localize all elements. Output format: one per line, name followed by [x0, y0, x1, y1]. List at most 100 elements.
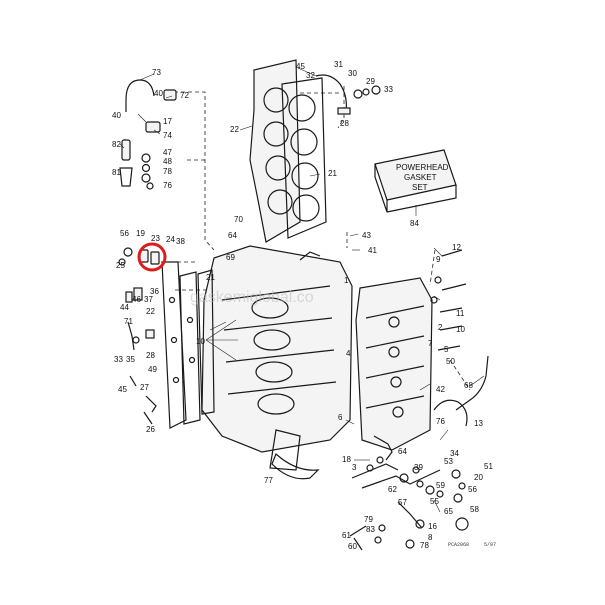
- part-number-label: 45: [118, 385, 127, 394]
- part-number-label: 10: [196, 337, 205, 346]
- part-number-label: 29: [366, 77, 375, 86]
- part-number-label: 13: [474, 419, 483, 428]
- part-number-label: 74: [163, 131, 172, 140]
- part-number-label: 26: [146, 425, 155, 434]
- part-number-label: 22: [230, 125, 239, 134]
- part-number-label: 42: [436, 385, 445, 394]
- part-number-label: 70: [234, 215, 243, 224]
- part-number-label: 2: [438, 323, 443, 332]
- deflector-bracket: [271, 452, 320, 480]
- part-number-label: 53: [444, 457, 453, 466]
- part-number-label: 37: [144, 295, 153, 304]
- part-number-labels: 73 40 72 40 17 74 82 47 48 78 81 76 45 3…: [112, 60, 493, 551]
- cylinder-block: [201, 245, 353, 471]
- part-number-label: 39: [414, 463, 423, 472]
- part-number-label: 62: [388, 485, 397, 494]
- drain-hose: [433, 355, 489, 427]
- part-number-label: 8: [428, 533, 433, 542]
- highlighted-part-group: [137, 242, 167, 272]
- part-number-label: 48: [163, 157, 172, 166]
- part-number-label: 56: [120, 229, 129, 238]
- part-number-label: 11: [456, 309, 465, 318]
- part-number-label: 7: [428, 339, 433, 348]
- part-number-label: 59: [436, 481, 445, 490]
- part-number-label: 64: [398, 447, 407, 456]
- part-number-label: 9: [436, 255, 441, 264]
- cover-bolts: [430, 249, 467, 351]
- part-number-label: 64: [228, 231, 237, 240]
- part-number-label: 33: [114, 355, 123, 364]
- part-number-label: 35: [126, 355, 135, 364]
- drawing-code: PCA2068: [448, 542, 469, 548]
- part-number-label: 76: [163, 181, 172, 190]
- part-number-label: 22: [146, 307, 155, 316]
- part-number-label: 61: [342, 531, 351, 540]
- part-number-label: 68: [464, 381, 473, 390]
- part-number-label: 47: [163, 148, 172, 157]
- part-number-label: 21: [206, 273, 215, 282]
- part-number-label: 69: [226, 253, 235, 262]
- part-number-label: 38: [176, 237, 185, 246]
- part-number-label: 40: [154, 89, 163, 98]
- part-number-label: 28: [146, 351, 155, 360]
- part-number-label: 21: [328, 169, 337, 178]
- part-number-label: 71: [124, 317, 133, 326]
- gasket-box-line3: SET: [412, 183, 428, 192]
- assembly-guide-lines: [170, 86, 471, 391]
- part-number-label: 36: [150, 287, 159, 296]
- part-number-label: 34: [450, 449, 459, 458]
- gasket-box-line2: GASKET: [404, 173, 437, 182]
- part-number-label: 82: [112, 140, 121, 149]
- part-number-label: 45: [296, 62, 305, 71]
- gasket-box-line1: POWERHEAD: [396, 163, 449, 172]
- part-number-label: 20: [474, 473, 483, 482]
- part-number-label: 76: [436, 417, 445, 426]
- part-number-label: 41: [368, 246, 377, 255]
- part-number-label: 65: [444, 507, 453, 516]
- part-number-label: 28: [340, 119, 349, 128]
- part-number-label: 72: [180, 91, 189, 100]
- part-number-label: 81: [112, 168, 121, 177]
- gasket-box-part-number: 84: [410, 219, 419, 228]
- left-hardware: [118, 247, 157, 425]
- part-number-label: 32: [306, 71, 315, 80]
- highlight-circle: [137, 242, 167, 272]
- part-number-label: 33: [384, 85, 393, 94]
- part-number-label: 77: [264, 476, 273, 485]
- part-number-label: 31: [334, 60, 343, 69]
- part-number-label: 16: [428, 522, 437, 531]
- part-number-label: 79: [364, 515, 373, 524]
- part-number-label: 46: [132, 295, 141, 304]
- watermark-text: gaskemiglobal.co: [190, 289, 314, 306]
- part-number-label: 17: [163, 117, 172, 126]
- part-number-label: 10: [456, 325, 465, 334]
- part-number-label: 78: [420, 541, 429, 550]
- part-number-label: 3: [352, 463, 357, 472]
- cylinder-head: [249, 59, 301, 243]
- part-number-label: 57: [398, 498, 407, 507]
- part-number-label: 12: [452, 243, 461, 252]
- linkage-assembly: [349, 435, 469, 551]
- part-number-label: 23: [151, 234, 160, 243]
- part-number-label: 18: [342, 455, 351, 464]
- part-number-label: 19: [136, 229, 145, 238]
- drawing-revision: 5/97: [484, 542, 496, 548]
- part-number-label: 44: [120, 303, 129, 312]
- part-number-label: 24: [166, 235, 175, 244]
- part-number-label: 4: [346, 349, 351, 358]
- part-number-label: 50: [446, 357, 455, 366]
- part-number-label: 73: [152, 68, 161, 77]
- part-number-label: 56: [468, 485, 477, 494]
- side-gasket-strips: [161, 261, 215, 429]
- exhaust-cover-assembly: [355, 277, 433, 451]
- part-number-label: 30: [348, 69, 357, 78]
- temperature-sensor-wire: [315, 74, 381, 115]
- part-number-label: 43: [362, 231, 371, 240]
- gasket-set-box: POWERHEAD GASKET SET 84: [374, 149, 457, 228]
- part-number-label: 51: [484, 462, 493, 471]
- part-number-label: 5: [444, 345, 449, 354]
- part-number-label: 49: [148, 365, 157, 374]
- leader-lines: [119, 67, 485, 513]
- part-number-label: 1: [344, 276, 349, 285]
